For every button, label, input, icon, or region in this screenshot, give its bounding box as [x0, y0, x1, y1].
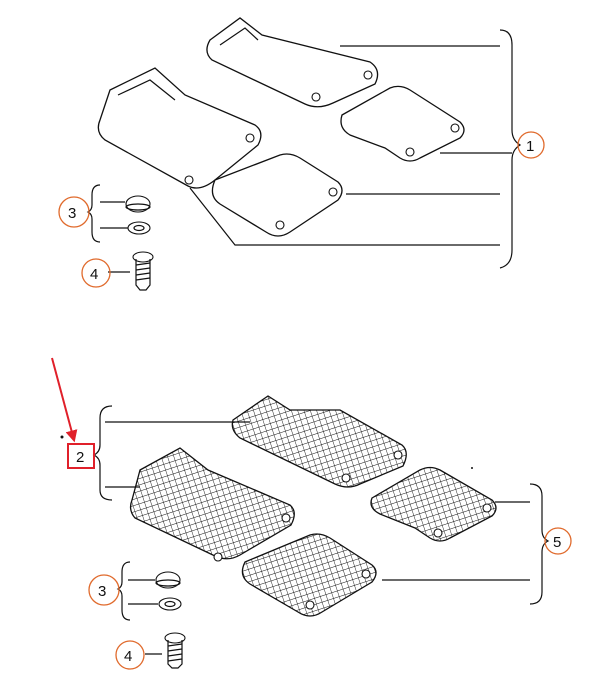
grid-mat-set: [60, 395, 550, 669]
callout-4-top-label: 4: [90, 266, 98, 283]
grid-rear-right-mat: [370, 466, 497, 542]
callout-3-top-label: 3: [68, 205, 76, 222]
grid-front-left-mat: [129, 447, 295, 560]
callout-3-bottom[interactable]: 3: [88, 574, 120, 606]
callout-3-bottom-label: 3: [98, 583, 106, 600]
callout-5[interactable]: 5: [544, 527, 572, 555]
callout-4-bottom-label: 4: [124, 648, 132, 665]
callout-2[interactable]: 2: [67, 443, 95, 469]
callout-3-top[interactable]: 3: [58, 196, 90, 228]
clip-washer: [127, 221, 151, 235]
highlight-arrow: [51, 357, 78, 443]
screw-top: [132, 251, 154, 291]
grid-rear-left-mat: [241, 533, 377, 617]
front-left-mat: [97, 67, 262, 189]
rear-left-mat: [211, 153, 343, 237]
highlight-box: [67, 443, 95, 469]
callout-1[interactable]: 1: [517, 131, 545, 159]
callout-2-label: 2: [76, 449, 84, 466]
grid-front-right-mat: [231, 395, 407, 488]
rear-right-mat: [340, 85, 465, 162]
callout-4-top[interactable]: 4: [81, 258, 111, 288]
callout-5-label: 5: [553, 534, 561, 551]
front-right-mat: [206, 17, 379, 108]
callout-4-bottom[interactable]: 4: [115, 640, 145, 670]
callout-1-label: 1: [526, 138, 534, 155]
screw-bottom: [164, 632, 186, 669]
plain-mat-set: [86, 17, 522, 291]
